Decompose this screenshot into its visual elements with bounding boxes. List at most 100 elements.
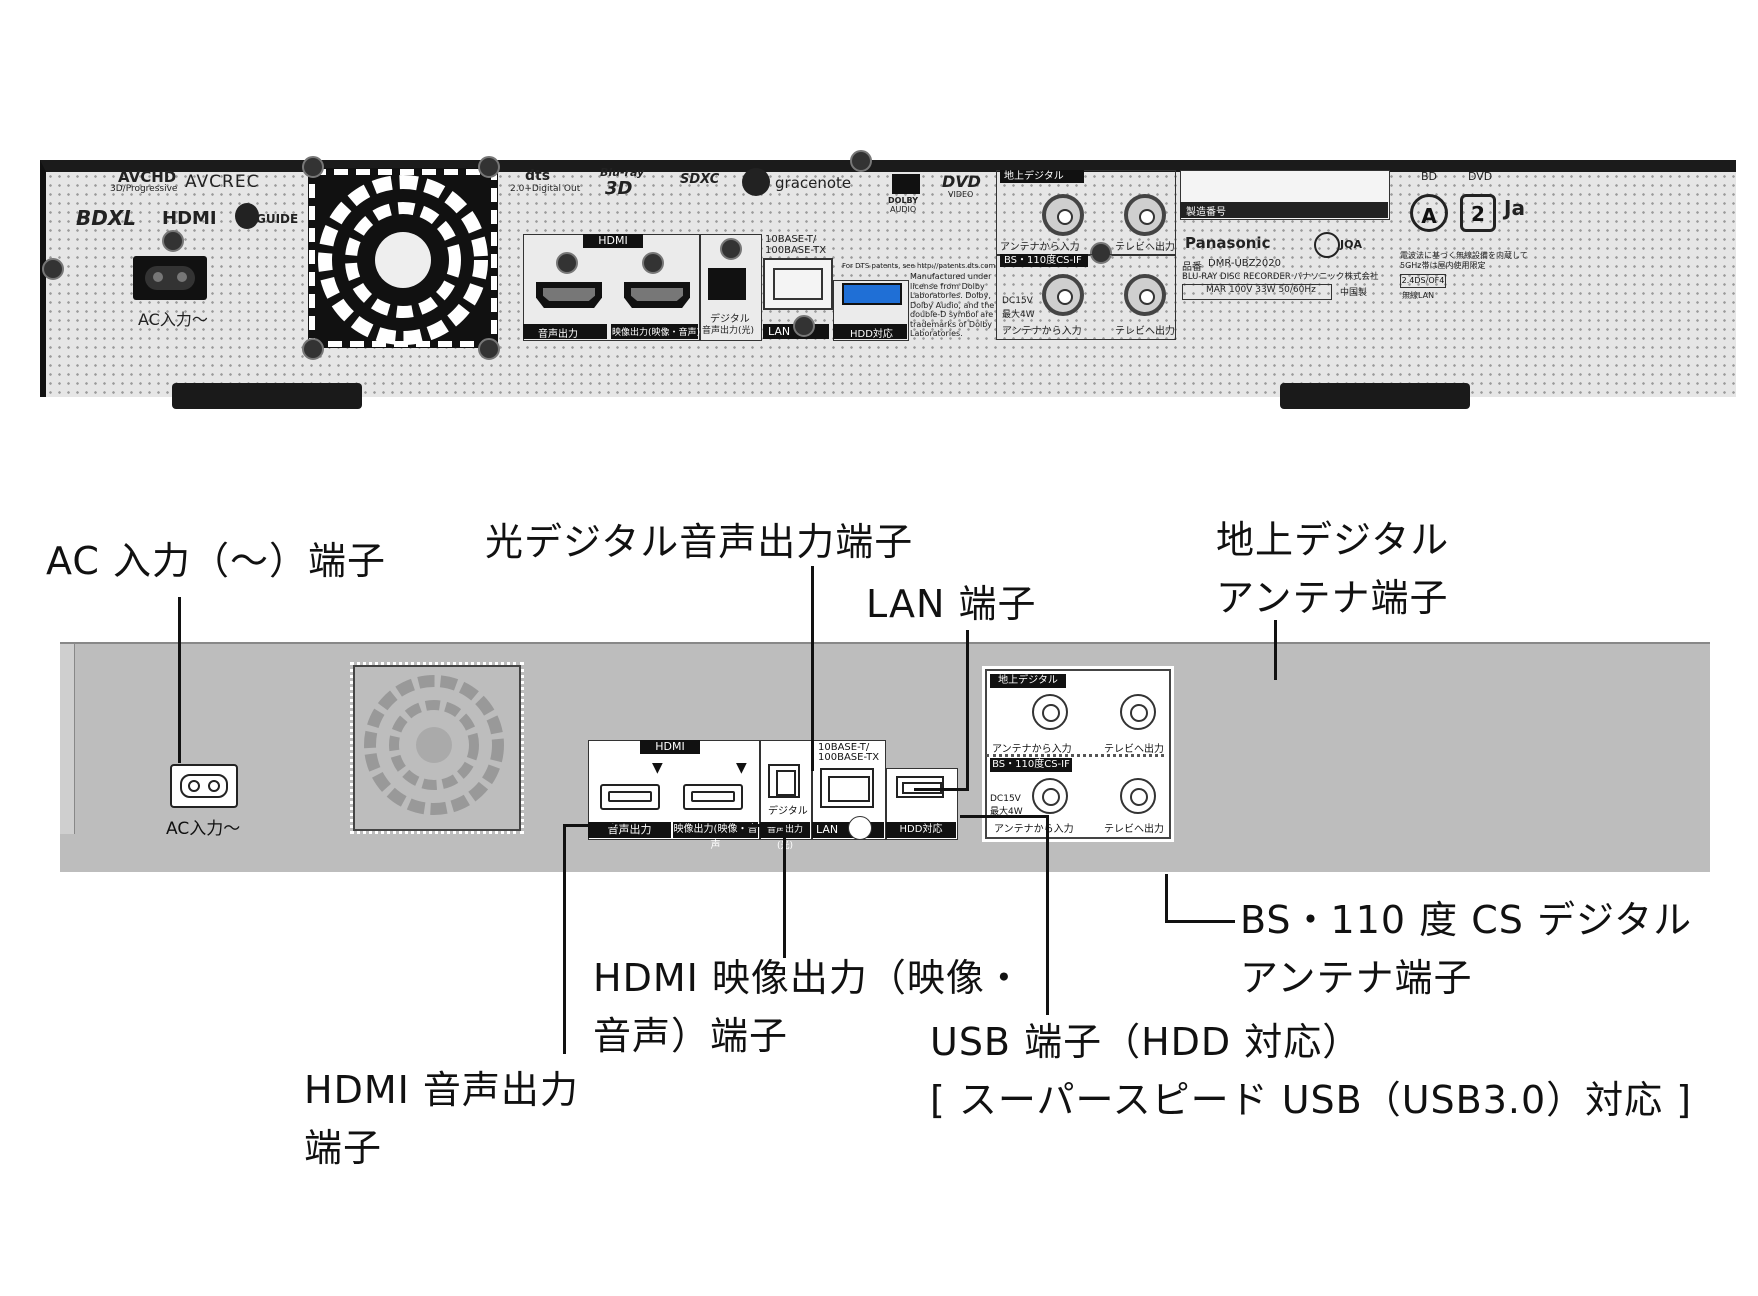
terrestrial-callout-2: アンテナ端子 — [1216, 576, 1449, 620]
screw-icon — [1090, 242, 1112, 264]
terrestrial-tv-out-label: テレビへ出力 — [1104, 744, 1164, 755]
optical-label-1: デジタル — [768, 806, 808, 817]
lan-callout: LAN 端子 — [866, 582, 1037, 626]
screw-icon — [793, 315, 815, 337]
dvd-sub: VIDEO — [948, 190, 974, 199]
optical-port — [768, 764, 800, 798]
optical-label-2: 音声出力(光) — [702, 326, 755, 336]
hdmi-audio-leader-line — [563, 824, 566, 1054]
power-rating: MAR 100V 33W 50/60Hz — [1206, 285, 1316, 295]
hdmi-video-label: 映像出力(映像・音声 — [673, 822, 758, 851]
lan-spec-2: 100BASE-TX — [765, 245, 827, 256]
hdmi-header: HDMI — [640, 740, 700, 754]
lan-spec-1: 10BASE-T/ — [765, 234, 817, 245]
terrestrial-antenna-in-port — [1032, 694, 1068, 730]
ac-inlet — [133, 256, 207, 300]
jqa-logo: JQA — [1340, 238, 1362, 251]
bs-antenna-in-port — [1032, 778, 1068, 814]
ac-leader-line — [178, 597, 181, 763]
bs-tv-out-label: テレビへ出力 — [1115, 326, 1175, 337]
bs-tv-out-label: テレビへ出力 — [1104, 824, 1164, 835]
screw-icon — [850, 150, 872, 172]
wifi-code: 2.4DS/OF4 — [1400, 274, 1446, 288]
optical-leader-line — [811, 566, 814, 771]
dc-note-2: 最大4W — [1002, 310, 1035, 320]
lan-port — [763, 258, 833, 310]
hdmi-audio-port — [600, 784, 660, 810]
dts-logo: dts — [525, 168, 551, 184]
bs-header: BS・110度CS-IF — [1000, 254, 1088, 267]
screw-icon — [642, 252, 664, 274]
hdmi-audio-callout-2: 端子 — [304, 1126, 383, 1170]
dolby-icon — [892, 174, 920, 194]
bs-antenna-in-label: アンテナから入力 — [1002, 326, 1082, 337]
terrestrial-antenna-in-port — [1042, 194, 1084, 236]
bs-leader-line — [1165, 874, 1168, 922]
lan-leader-line — [966, 630, 969, 790]
bs-tv-out-port — [1120, 778, 1156, 814]
hdmi-header: HDMI — [583, 234, 643, 248]
product-description: BLU-RAY DISC RECORDER パナソニック株式会社 — [1182, 272, 1379, 282]
usb-label: HDD対応 — [850, 329, 893, 340]
bs-antenna-in-port — [1042, 274, 1084, 316]
ac-input-label: AC入力～ — [166, 819, 241, 839]
avchd-logo: AVCHD — [118, 168, 177, 186]
hdmi-video-leader-line — [783, 824, 786, 958]
lan-leader-line-h — [914, 788, 969, 791]
bluray-logo: Blu-ray — [600, 166, 645, 179]
hdmi-audio-label: 音声出力 — [538, 329, 578, 340]
bs-antenna-in-label: アンテナから入力 — [994, 824, 1074, 835]
optical-label-1: デジタル — [710, 314, 750, 325]
gguide-logo: GUIDE — [256, 212, 299, 226]
screw-icon — [848, 816, 872, 840]
ac-inlet-diagram — [170, 764, 238, 808]
radio-note-1: 電波法に基づく無線設備を内蔵して — [1400, 251, 1528, 260]
dc-note-1: DC15V — [990, 794, 1021, 804]
dts-sub: 2.0+Digital Out — [510, 184, 581, 194]
usb-label: HDD対応 — [886, 822, 956, 838]
avcrec-logo: AVCREC — [185, 172, 260, 192]
dolby-logo: DOLBY — [888, 196, 918, 205]
terrestrial-tv-out-port — [1124, 194, 1166, 236]
region-dvd-icon: 2 — [1460, 194, 1496, 232]
jqa-icon — [1314, 232, 1340, 258]
terrestrial-leader-line — [1274, 620, 1277, 680]
hdmi-audio-leader-line-h — [563, 824, 615, 827]
terrestrial-antenna-in-label: アンテナから入力 — [1000, 242, 1080, 253]
radio-note-2: 5GHz帯は屋内使用限定 — [1400, 261, 1486, 270]
usb-callout-1: USB 端子（HDD 対応） — [930, 1020, 1362, 1064]
left-foot — [172, 383, 362, 409]
terrestrial-antenna-in-label: アンテナから入力 — [992, 744, 1072, 755]
hdmi-video-callout-1: HDMI 映像出力（映像・ — [593, 956, 1024, 1000]
bdxl-logo: BDXL — [76, 206, 137, 230]
region-dvd-label: DVD — [1468, 170, 1493, 183]
sdxc-logo: SDXC — [680, 172, 720, 187]
lan-spec-1: 10BASE-T/ — [818, 742, 870, 753]
bs-header: BS・110度CS-IF — [990, 758, 1072, 772]
bs-callout-2: アンテナ端子 — [1240, 956, 1473, 1000]
dts-patent-note: For DTS patents, see http://patents.dts.… — [842, 262, 998, 270]
terrestrial-header: 地上デジタル — [990, 674, 1066, 688]
screw-icon — [302, 156, 324, 178]
fan-region — [350, 662, 524, 834]
dolby-sub: AUDIO — [890, 205, 917, 214]
optical-callout: 光デジタル音声出力端子 — [485, 520, 914, 564]
dvd-logo: DVD — [942, 172, 981, 191]
made-in: 中国製 — [1340, 288, 1368, 298]
hdmi-video-callout-2: 音声）端子 — [593, 1014, 789, 1058]
screw-icon — [478, 156, 500, 178]
dc-note-2: 最大4W — [990, 807, 1023, 817]
terrestrial-header: 地上デジタル — [1000, 170, 1084, 183]
region-bd-icon: A — [1410, 194, 1448, 232]
hdmi-video-label: 映像出力(映像・音声) — [612, 328, 701, 338]
model-number: DMR-UBZ2020 — [1208, 258, 1281, 269]
japan-text-cut: Ja — [1504, 196, 1525, 220]
hdmi-video-port — [683, 784, 743, 810]
bs-callout-1: BS・110 度 CS デジタル — [1240, 898, 1693, 942]
usb-leader-line — [1046, 815, 1049, 1015]
screw-icon — [478, 338, 500, 360]
serial-label: 製造番号 — [1186, 207, 1226, 218]
gracenote-icon — [742, 168, 770, 196]
screw-icon — [302, 338, 324, 360]
